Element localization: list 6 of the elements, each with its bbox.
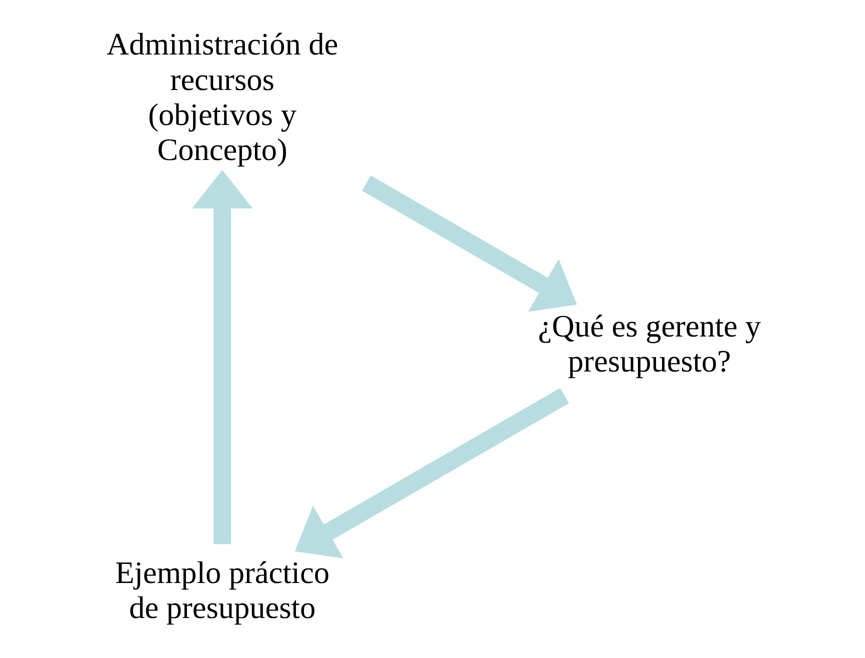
arrow [192, 170, 253, 544]
arrow [294, 388, 569, 558]
node-text: Ejemplo práctico de presupuesto [115, 555, 330, 626]
node-text: Administración de recursos (objetivos y Concepto) [106, 26, 338, 168]
arrow [362, 175, 577, 312]
node-text: ¿Qué es gerente y presupuesto? [538, 308, 761, 379]
